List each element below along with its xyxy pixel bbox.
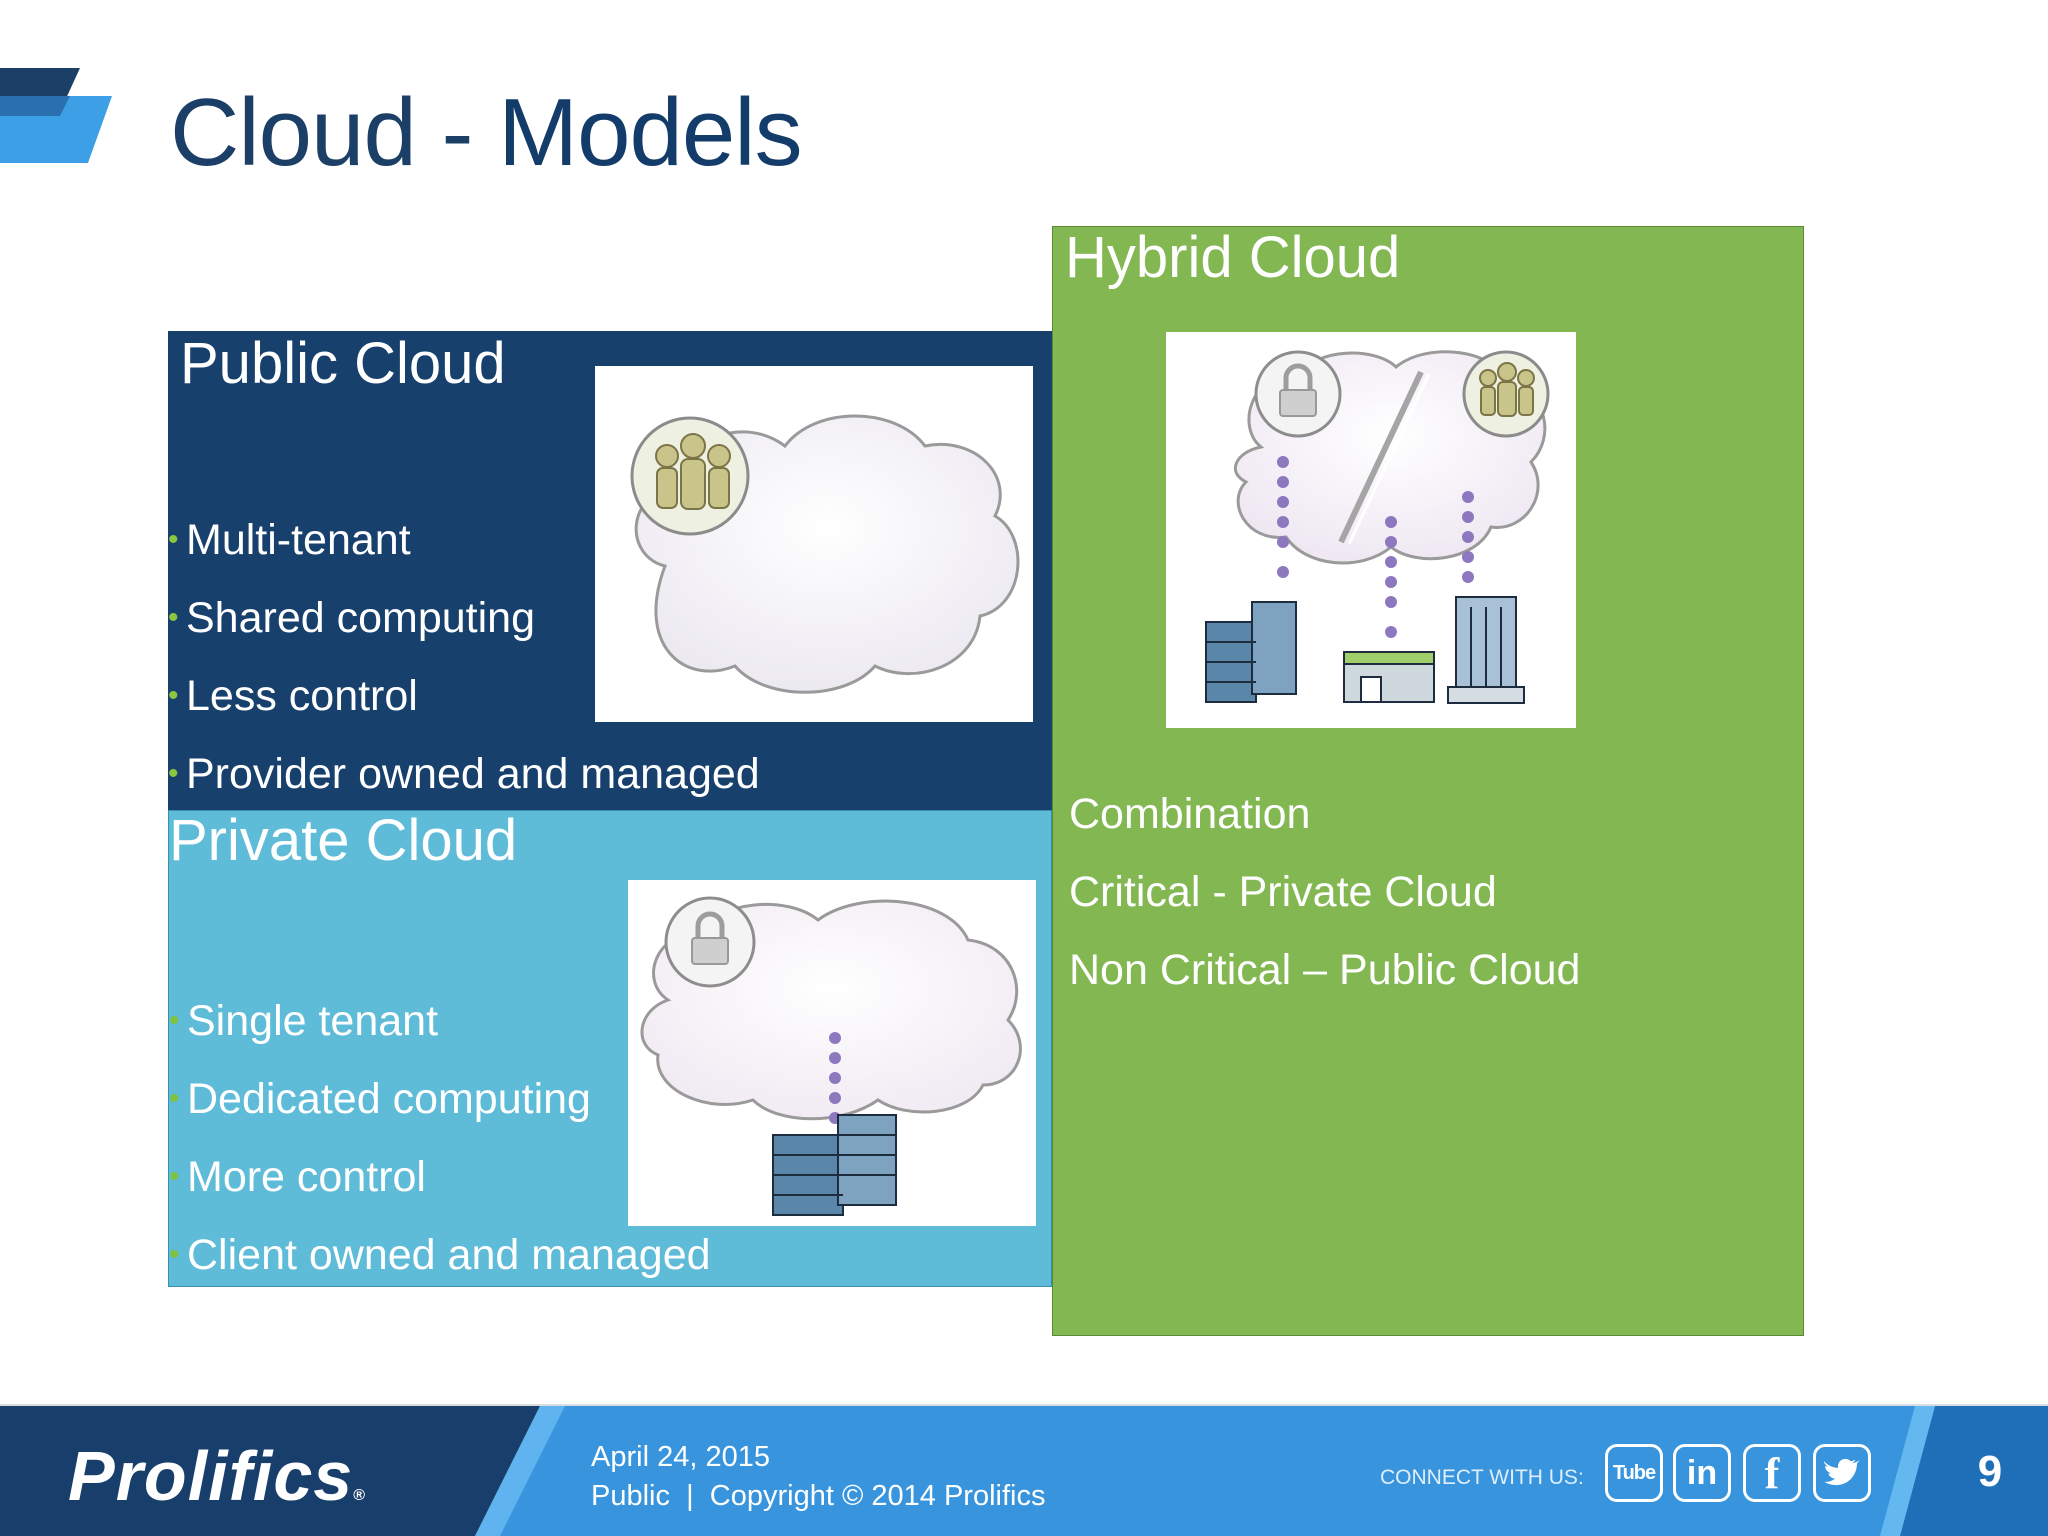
bullet-dot-icon: •	[169, 1238, 180, 1271]
title-accent-shape	[0, 68, 112, 163]
private-cloud-bullet: •Dedicated computing	[169, 1060, 711, 1138]
page-title-light: Cloud	[170, 79, 417, 186]
footer-bar: Prolifics® April 24, 2015 Public | Copyr…	[0, 1406, 2048, 1536]
private-cloud-bullet: •More control	[169, 1138, 711, 1216]
private-cloud-bullet-list: •Single tenant •Dedicated computing •Mor…	[169, 982, 711, 1294]
connect-with-us-label: CONNECT WITH US:	[1380, 1466, 1584, 1489]
youtube-icon[interactable]: Tube	[1605, 1444, 1663, 1502]
private-cloud-bullet: •Single tenant	[169, 982, 711, 1060]
hybrid-cloud-line: Combination	[1069, 790, 1311, 838]
registered-mark: ®	[353, 1487, 367, 1504]
public-cloud-bullet-list: •Multi-tenant •Shared computing •Less co…	[168, 501, 760, 813]
private-cloud-illustration	[628, 880, 1036, 1226]
bullet-dot-icon: •	[169, 1160, 180, 1193]
public-cloud-title: Public Cloud	[180, 331, 506, 396]
prolifics-logo: Prolifics®	[68, 1437, 367, 1515]
linkedin-icon[interactable]: in	[1673, 1444, 1731, 1502]
bullet-dot-icon: •	[168, 523, 179, 556]
hybrid-cloud-description-list: Combination Critical - Private Cloud Non…	[1069, 775, 1580, 1009]
public-cloud-bullet: • Provider owned and managed	[168, 735, 760, 813]
twitter-bird-icon	[1824, 1458, 1860, 1486]
hybrid-cloud-line: Non Critical – Public Cloud	[1069, 946, 1581, 994]
slide-page-number: 9	[1977, 1447, 2003, 1496]
hybrid-cloud-title: Hybrid Cloud	[1065, 225, 1401, 290]
public-cloud-bullet: •Multi-tenant	[168, 501, 760, 579]
footer-background-shapes	[0, 1406, 2048, 1536]
footer-date: April 24, 2015	[591, 1441, 770, 1473]
facebook-icon[interactable]: f	[1743, 1444, 1801, 1502]
cloud-with-lock-icon	[640, 896, 1022, 1216]
hybrid-cloud-line: Critical - Private Cloud	[1069, 868, 1497, 916]
private-cloud-title: Private Cloud	[169, 808, 518, 873]
cloud-with-users-icon	[630, 414, 1020, 694]
footer-classification: Public	[591, 1480, 670, 1512]
bullet-dot-icon: •	[168, 679, 179, 712]
bullet-dot-icon: •	[168, 601, 179, 634]
bullet-dot-icon: •	[169, 1004, 180, 1037]
hybrid-cloud-panel: Hybrid Cloud	[1052, 225, 1804, 1336]
page-title: Cloud - Models	[170, 78, 803, 188]
footer-copyright-line: Public | Copyright © 2014 Prolifics	[591, 1477, 1045, 1515]
private-cloud-bullet: •Client owned and managed	[169, 1216, 711, 1294]
private-cloud-panel: Private Cloud •Single tenant •Dedicated …	[168, 808, 1052, 1287]
footer-divider-bar: |	[686, 1480, 694, 1512]
public-cloud-bullet: •Shared computing	[168, 579, 760, 657]
public-cloud-panel: Public Cloud •Multi-tenant •Shared compu…	[168, 331, 1052, 810]
bullet-dot-icon: •	[168, 757, 179, 790]
public-cloud-bullet: •Less control	[168, 657, 760, 735]
page-title-separator: -	[415, 79, 499, 186]
footer-copyright: Copyright © 2014 Prolifics	[709, 1480, 1046, 1512]
hybrid-cloud-diagram-icon	[1205, 350, 1550, 704]
twitter-icon[interactable]	[1813, 1444, 1871, 1502]
hybrid-cloud-illustration	[1166, 332, 1576, 728]
public-cloud-illustration	[595, 366, 1033, 722]
page-title-bold: Models	[498, 79, 802, 186]
bullet-dot-icon: •	[169, 1082, 180, 1115]
